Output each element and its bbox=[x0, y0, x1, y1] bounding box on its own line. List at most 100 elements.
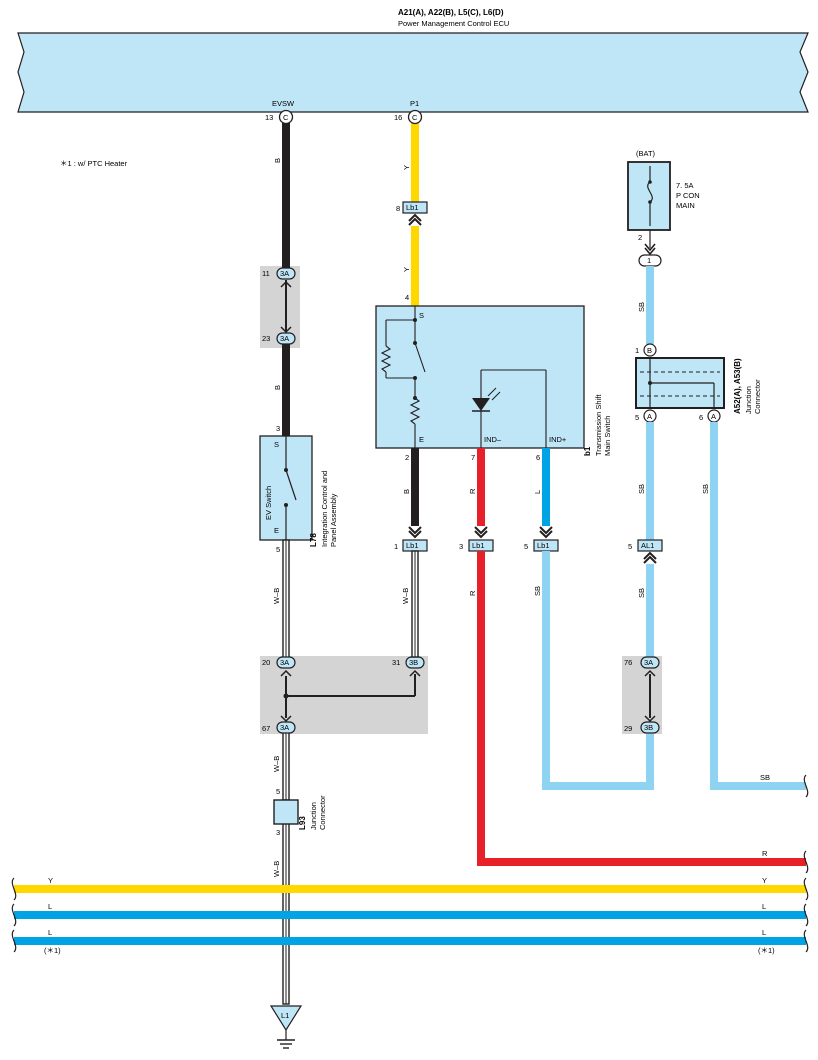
wire-label-wb3: W–B bbox=[272, 861, 281, 877]
j1-bot-conn: 3A bbox=[280, 334, 289, 343]
ecu-pin-p1-label: P1 bbox=[410, 99, 419, 108]
fuse-node-top bbox=[648, 180, 652, 184]
wire-label-b1-sb: SB bbox=[533, 586, 542, 596]
b1-internal-circuit bbox=[380, 306, 547, 448]
bus-l1-left: L bbox=[48, 902, 52, 911]
j1-arrow-up bbox=[280, 280, 292, 288]
ecu-pin-13: 13 bbox=[265, 113, 273, 122]
b1-e: E bbox=[419, 435, 424, 444]
fuse-icon bbox=[647, 181, 653, 203]
j3-29-conn: 3B bbox=[644, 723, 653, 732]
jc-conn-a5-letter: A bbox=[647, 412, 652, 421]
lb1-3-num: 3 bbox=[459, 542, 463, 551]
wire-label-b1-l: L bbox=[533, 490, 542, 494]
j3-76-num: 76 bbox=[624, 658, 632, 667]
wire-wb-b1 bbox=[411, 550, 419, 658]
jc-node bbox=[648, 381, 652, 385]
bus-l2-right: L bbox=[762, 928, 766, 937]
ecu-conn-16-letter: C bbox=[412, 113, 418, 122]
j1-top-conn: 3A bbox=[280, 269, 289, 278]
lb1-8-chevron bbox=[408, 214, 422, 226]
l78-name2: Panel Assembly bbox=[329, 493, 338, 547]
wire-label-b1-r: R bbox=[468, 488, 477, 494]
ecu-conn-13-letter: C bbox=[283, 113, 289, 122]
bus-break-marks bbox=[11, 774, 809, 953]
ev-switch-contact bbox=[285, 469, 297, 501]
b1-pin4: 4 bbox=[405, 293, 409, 302]
wire-label-b1: B bbox=[273, 158, 282, 163]
junction-block-3 bbox=[622, 656, 662, 734]
wire-label-y2: Y bbox=[402, 267, 411, 272]
fuse-name1: P CON bbox=[676, 191, 700, 200]
b1-ind-plus: IND+ bbox=[549, 435, 567, 444]
j2-20-conn: 3A bbox=[280, 658, 289, 667]
j3-29-connector bbox=[640, 721, 660, 734]
fuse-rating: 7. 5A bbox=[676, 181, 694, 190]
wire-label-jc-sb-l: SB bbox=[637, 484, 646, 494]
j3-arrow-up bbox=[644, 669, 656, 677]
ptc-note: ＊1 : w/ PTC Heater bbox=[60, 159, 128, 168]
j1-top-connector bbox=[276, 267, 296, 280]
wire-label-b1-b: B bbox=[402, 489, 411, 494]
jc-code: A52(A), A53(B) bbox=[733, 358, 742, 414]
lb1-1-conn: Lb1 bbox=[406, 541, 419, 550]
al1-connector bbox=[637, 539, 663, 552]
ecu-name: Power Management Control ECU bbox=[398, 19, 509, 28]
b1-name1: Transmission Shift bbox=[594, 394, 603, 456]
ecu-connector-c-16 bbox=[407, 109, 423, 125]
j2-31-conn: 3B bbox=[409, 658, 418, 667]
j2-arrow-20 bbox=[280, 669, 292, 677]
fuse-name2: MAIN bbox=[676, 201, 695, 210]
b1-node-3 bbox=[413, 376, 417, 380]
b1-node-2 bbox=[413, 341, 417, 345]
l93-box bbox=[273, 799, 299, 825]
wire-label-b1-wb: W–B bbox=[401, 588, 410, 604]
ecu-connectors: A21(A), A22(B), L5(C), L6(D) bbox=[398, 8, 504, 17]
lb1-8-num: 8 bbox=[396, 204, 400, 213]
j2-arrow-31 bbox=[409, 669, 421, 677]
wire-wb-main bbox=[282, 539, 290, 1005]
j1-arrow-down bbox=[280, 326, 292, 334]
bus-l2-left: L bbox=[48, 928, 52, 937]
l78-code: L78 bbox=[309, 533, 318, 547]
bus-l1-right: L bbox=[762, 902, 766, 911]
j1-bot-connector bbox=[276, 332, 296, 345]
b1-name2: Main Switch bbox=[603, 416, 612, 456]
j2-20-num: 20 bbox=[262, 658, 270, 667]
bus-note-left: (＊1) bbox=[44, 946, 61, 955]
al1-conn: AL1 bbox=[641, 541, 654, 550]
bus-y-right: Y bbox=[762, 876, 767, 885]
b1-node-4 bbox=[413, 396, 417, 400]
fuse-out-arrow-2 bbox=[644, 247, 656, 256]
ecu-connector-c-13 bbox=[278, 109, 294, 125]
jc-name2: Connector bbox=[753, 379, 762, 414]
j3-76-connector bbox=[640, 656, 660, 669]
j3-76-conn: 3A bbox=[644, 658, 653, 667]
fuse-bat: (BAT) bbox=[636, 149, 656, 158]
b1-pin6: 6 bbox=[536, 453, 540, 462]
ecu-pin-evsw-label: EVSW bbox=[272, 99, 295, 108]
lb1-5-chevron bbox=[539, 526, 553, 538]
l78-pin3: 3 bbox=[276, 424, 280, 433]
ecu-box bbox=[17, 32, 809, 113]
b1-node-1 bbox=[413, 318, 417, 322]
j1-top-num: 11 bbox=[262, 269, 270, 278]
jc-internal bbox=[640, 358, 720, 408]
lb1-5-conn: Lb1 bbox=[537, 541, 550, 550]
lb1-8-conn: Lb1 bbox=[406, 203, 419, 212]
fuse-node-bot bbox=[648, 200, 652, 204]
wire-label-y1: Y bbox=[402, 165, 411, 170]
j2-67-num: 67 bbox=[262, 724, 270, 733]
jc-conn-a6-letter: A bbox=[711, 412, 716, 421]
ground-triangle bbox=[269, 1005, 303, 1032]
bus-y-left: Y bbox=[48, 876, 53, 885]
bus-note-right: (＊1) bbox=[758, 946, 775, 955]
fuse-pin1: 1 bbox=[647, 256, 651, 265]
wire-sb-jc-right bbox=[710, 422, 806, 790]
lb1-3-chevron bbox=[474, 526, 488, 538]
wire-r-main bbox=[477, 551, 806, 866]
b1-switch-box bbox=[375, 305, 585, 449]
j3-arrow-down bbox=[644, 715, 656, 723]
ev-switch-e: E bbox=[274, 526, 279, 535]
